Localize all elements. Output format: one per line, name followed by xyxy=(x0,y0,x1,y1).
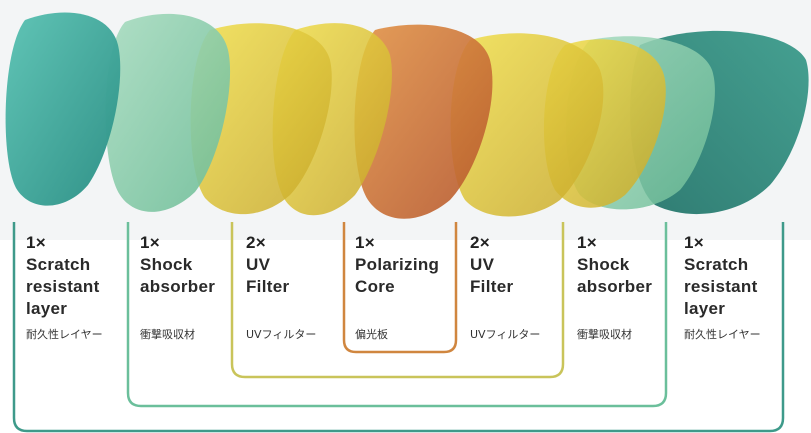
bracket-uv xyxy=(230,222,565,379)
layer-count: 2× xyxy=(246,233,266,252)
layer-label-polarizing-core: 1× Polarizing Core 偏光板 xyxy=(355,232,459,341)
layer-count: 1× xyxy=(684,233,704,252)
layer-label-uv-left: 2× UV Filter UVフィルター xyxy=(246,232,350,341)
bracket-shock xyxy=(126,222,668,408)
layer-label-scratch-left: 1× Scratch resistant layer 耐久性レイヤー xyxy=(26,232,130,341)
layer-label-scratch-right: 1× Scratch resistant layer 耐久性レイヤー xyxy=(684,232,788,341)
layer-count: 1× xyxy=(140,233,160,252)
layer-label-shock-right: 1× Shock absorber 衝撃吸収材 xyxy=(577,232,681,341)
layer-name: Scratch resistant layer xyxy=(684,255,758,318)
layer-name: Polarizing Core xyxy=(355,255,440,296)
layer-label-shock-left: 1× Shock absorber 衝撃吸収材 xyxy=(140,232,244,341)
layer-name-japanese: 衝撃吸収材 xyxy=(577,328,632,341)
layer-name: Scratch resistant layer xyxy=(26,255,100,318)
lens-shock-absorber-left xyxy=(105,13,231,212)
layer-count: 1× xyxy=(577,233,597,252)
layer-name-japanese: UVフィルター xyxy=(246,328,317,341)
layer-name: Shock absorber xyxy=(577,255,653,296)
layer-count: 1× xyxy=(26,233,46,252)
layer-name: UV Filter xyxy=(246,255,290,296)
bracket-core xyxy=(342,222,458,354)
layer-count: 2× xyxy=(470,233,490,252)
layer-name: Shock absorber xyxy=(140,255,216,296)
layer-name-japanese: 偏光板 xyxy=(355,328,388,341)
layer-name: UV Filter xyxy=(470,255,514,296)
layer-name-japanese: 耐久性レイヤー xyxy=(26,328,103,341)
layer-count: 1× xyxy=(355,233,375,252)
bracket-outer xyxy=(12,222,785,433)
layer-name-japanese: 耐久性レイヤー xyxy=(684,328,761,341)
layer-label-uv-right: 2× UV Filter UVフィルター xyxy=(470,232,574,341)
lens-scratch-layer-left xyxy=(5,12,121,206)
lens-stack-illustration xyxy=(0,0,811,240)
lens-stack-svg xyxy=(5,12,809,219)
layer-name-japanese: UVフィルター xyxy=(470,328,541,341)
layer-name-japanese: 衝撃吸収材 xyxy=(140,328,195,341)
